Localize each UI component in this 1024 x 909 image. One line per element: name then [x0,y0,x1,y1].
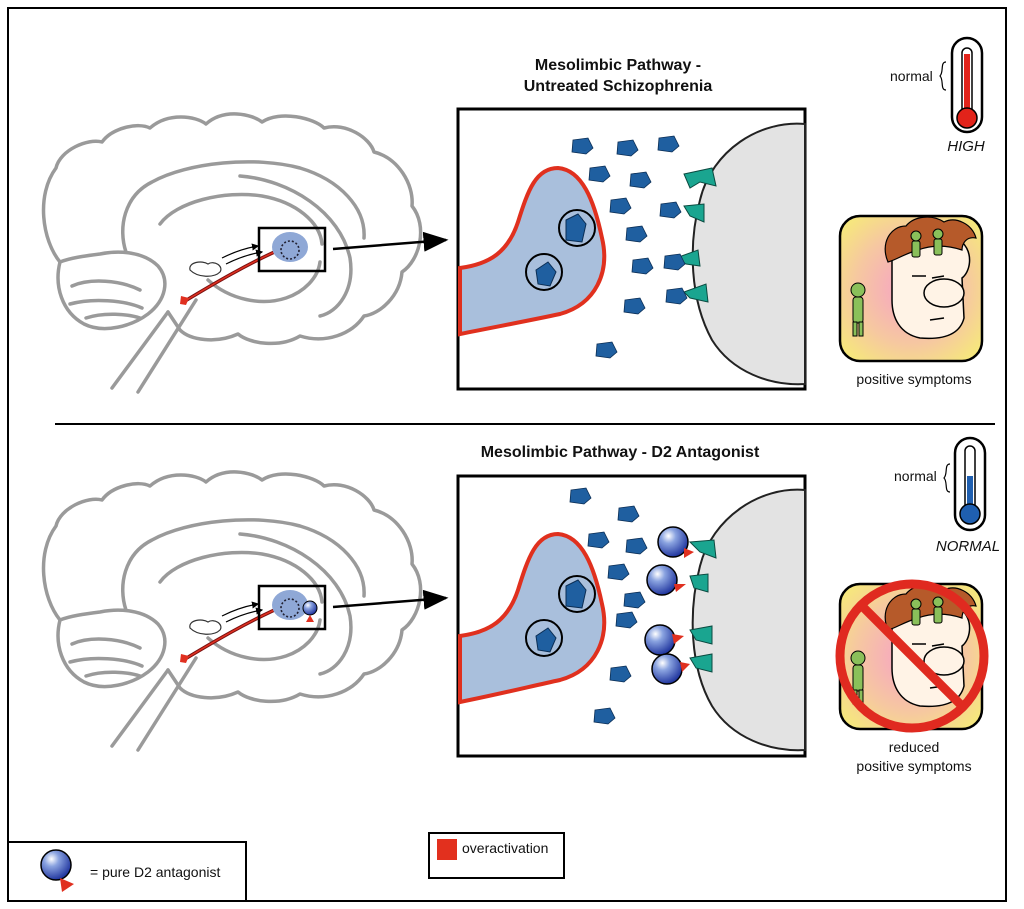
thermometer-state-normal: NORMAL [936,538,1000,555]
vta-neuron-icon [180,654,189,663]
bottom-title: Mesolimbic Pathway - D2 Antagonist [481,444,760,461]
symptoms-caption: positive symptoms [856,371,971,387]
presynaptic-terminal [458,531,607,705]
reduced-symptoms-icon [835,579,989,733]
d2-antagonist-icon [40,849,72,881]
vta-neuron-icon [180,296,189,305]
legend-overactivation: overactivation [428,832,565,879]
no-sign-icon [835,579,989,733]
top-title-line2: Untreated Schizophrenia [524,78,713,95]
vesicle [558,575,596,613]
thermometer-normal-icon [953,436,987,532]
cloud-icon [189,261,222,277]
zoom-region-box [257,584,327,631]
d2-antagonist-molecules [644,526,694,685]
top-panel: Mesolimbic Pathway - Untreated Schizophr… [41,36,985,394]
reduced-caption-line2: positive symptoms [856,758,971,774]
cloud-icon [189,619,222,635]
d2-receptors [674,167,717,303]
vesicle [558,209,596,247]
thermometer-normal-label: normal [894,468,937,484]
thermometer-high-icon [950,36,984,134]
overactivation-swatch [437,839,457,860]
top-title-line1: Mesolimbic Pathway - [535,57,701,74]
postsynaptic-neuron [691,122,806,386]
d2-receptors [688,539,717,673]
zoom-arrow [332,231,449,252]
d2-antagonist-icon [302,600,318,616]
synapse-box-untreated [456,107,807,391]
positive-symptoms-icon [838,214,984,363]
bottom-panel: Mesolimbic Pathway - D2 Antagonist [41,436,1000,774]
synapse-box-antagonist [456,474,807,758]
vesicle [525,253,563,291]
vesicle [525,619,563,657]
nucleus-accumbens-blob [272,232,308,262]
zoom-region-box [257,226,327,273]
brain-sagittal-icon [41,112,423,394]
presynaptic-terminal [458,165,607,337]
nucleus-accumbens-blob [272,590,308,620]
legend-antagonist: = pure D2 antagonist [7,841,247,902]
thermometer-state-high: HIGH [947,138,985,155]
zoom-arrow [332,589,449,610]
thermometer-normal-label: normal [890,68,933,84]
reduced-caption-line1: reduced [889,739,940,755]
legend-antagonist-label: = pure D2 antagonist [90,864,220,880]
legend-overactivation-label: overactivation [462,840,548,856]
